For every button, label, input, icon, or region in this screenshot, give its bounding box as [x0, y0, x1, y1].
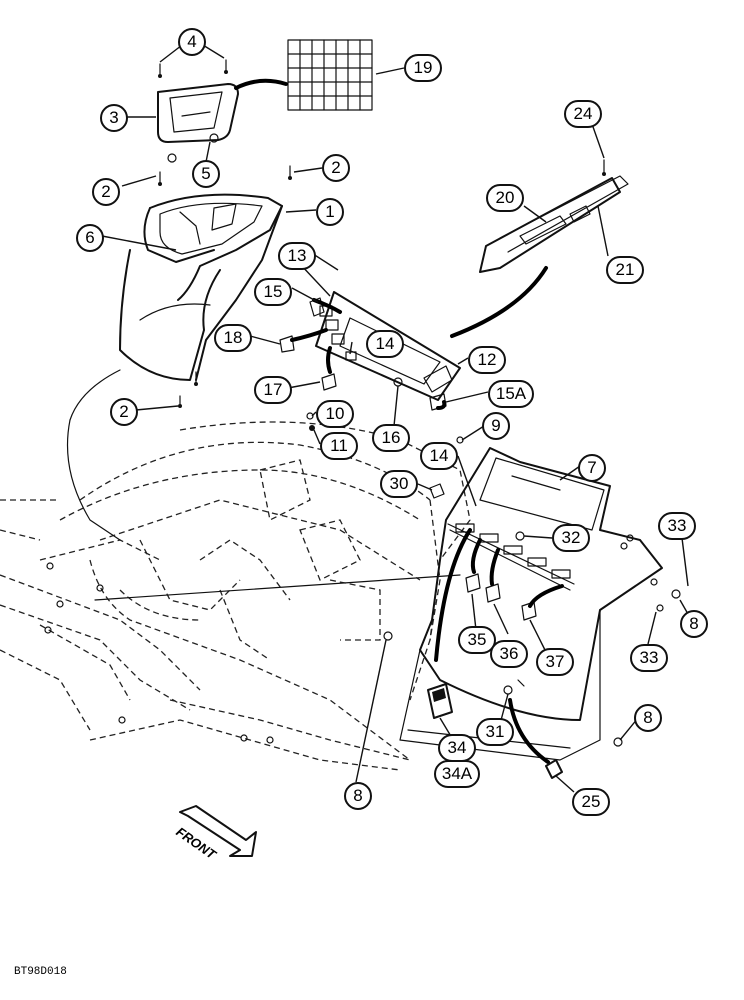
item-31-grommet — [503, 679, 525, 695]
callout-33-right: 33 — [658, 512, 696, 540]
callout-33-lower: 33 — [630, 644, 668, 672]
callout-37: 37 — [536, 648, 574, 676]
callout-19: 19 — [404, 54, 442, 82]
callout-11: 11 — [320, 432, 358, 460]
background-fender-outline — [0, 421, 471, 771]
item-25-plug — [545, 759, 563, 779]
drawing-code: BT98D018 — [14, 966, 67, 978]
link-35 — [470, 538, 482, 574]
link-34 — [434, 528, 472, 662]
callout-5: 5 — [192, 160, 220, 188]
link-37 — [528, 584, 564, 608]
callout-25: 25 — [572, 788, 610, 816]
callout-18: 18 — [214, 324, 252, 352]
item-1-console-housing — [66, 193, 283, 541]
item-12-switch-panel — [315, 291, 461, 401]
item-2-screws — [158, 165, 292, 408]
link-17 — [326, 346, 332, 374]
callout-34: 34 — [438, 734, 476, 762]
callout-2-top: 2 — [322, 154, 350, 182]
callout-14-bottom: 14 — [420, 442, 458, 470]
callout-9: 9 — [482, 412, 510, 440]
item-3-trim-bezel — [157, 83, 239, 143]
link-21-12 — [450, 266, 548, 338]
callout-10: 10 — [316, 400, 354, 428]
callout-12: 12 — [468, 346, 506, 374]
item-5-nuts — [167, 133, 219, 163]
item-7-connectors — [383, 436, 681, 747]
callout-7: 7 — [578, 454, 606, 482]
callout-13: 13 — [278, 242, 316, 270]
callout-21: 21 — [606, 256, 644, 284]
callout-2-bottom: 2 — [110, 398, 138, 426]
callout-32: 32 — [552, 524, 590, 552]
callout-3: 3 — [100, 104, 128, 132]
callout-36: 36 — [490, 640, 528, 668]
callout-20: 20 — [486, 184, 524, 212]
link-36 — [489, 548, 500, 586]
callout-8-lower: 8 — [634, 704, 662, 732]
link-18 — [290, 328, 328, 342]
callout-4: 4 — [178, 28, 206, 56]
item-19-decal — [287, 39, 373, 111]
callout-8-right: 8 — [680, 610, 708, 638]
harness-line — [94, 574, 461, 601]
item-21-trim-panel — [479, 159, 629, 273]
item-34-rocker-switch — [427, 683, 453, 719]
link-3-19 — [234, 78, 288, 90]
callout-34a: 34A — [434, 760, 480, 788]
link-15a — [436, 400, 447, 410]
callout-17: 17 — [254, 376, 292, 404]
callout-35: 35 — [458, 626, 496, 654]
front-arrow-icon — [179, 805, 257, 857]
callout-8-left: 8 — [344, 782, 372, 810]
callout-15a: 15A — [488, 380, 534, 408]
callout-2-left: 2 — [92, 178, 120, 206]
items-10-11-fasteners — [306, 412, 315, 431]
callout-15: 15 — [254, 278, 292, 306]
callout-24: 24 — [564, 100, 602, 128]
callout-14-top: 14 — [366, 330, 404, 358]
callout-1: 1 — [316, 198, 344, 226]
callout-16: 16 — [372, 424, 410, 452]
link-25 — [508, 698, 550, 764]
item-4-screws — [158, 59, 228, 78]
callout-30: 30 — [380, 470, 418, 498]
callout-31: 31 — [476, 718, 514, 746]
callout-6: 6 — [76, 224, 104, 252]
